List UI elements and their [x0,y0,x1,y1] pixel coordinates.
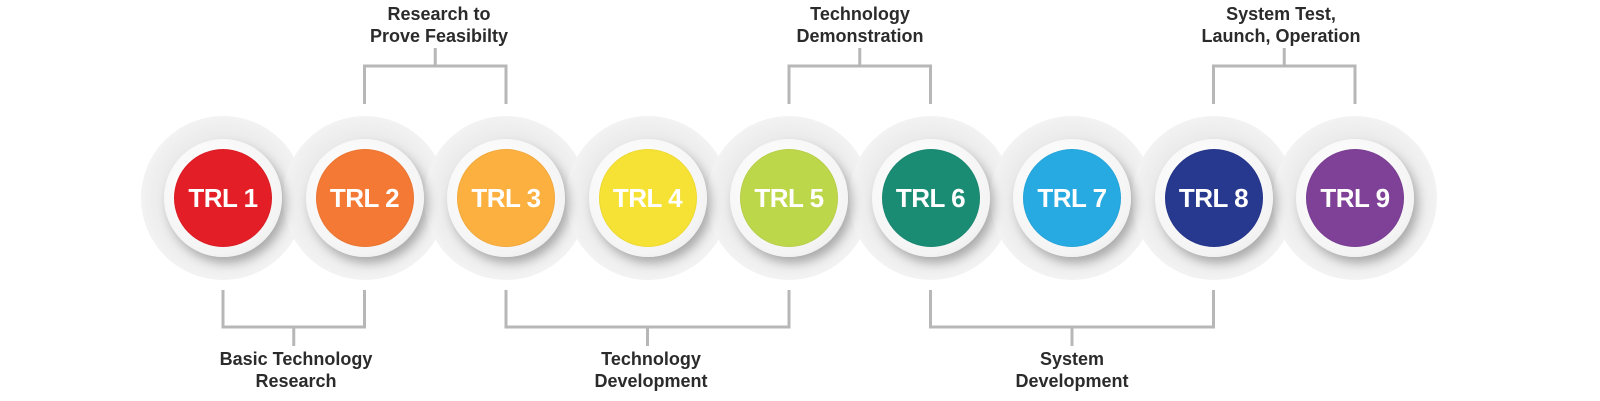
trl-stage-7: TRL 7 [1013,139,1131,257]
trl-stage-2: TRL 2 [305,139,424,257]
top-label-system-test-launch: System Test,Launch, Operation [1201,4,1361,46]
trl-stage-9: TRL 9 [1296,139,1414,257]
top-bracket-2 [787,48,932,104]
bottom-bracket-3 [929,290,1215,346]
trl-stage-label: TRL 2 [315,149,414,247]
trl-stage-3: TRL 3 [447,139,565,257]
trl-stage-4: TRL 4 [588,139,707,257]
top-bracket-1 [363,48,508,104]
trl-stage-1: TRL 1 [164,139,282,257]
bottom-bracket-2 [504,290,791,346]
trl-stage-6: TRL 6 [871,139,990,257]
trl-stage-5: TRL 5 [730,139,848,257]
trl-stage-8: TRL 8 [1154,139,1273,257]
trl-stage-label: TRL 1 [174,149,272,247]
trl-stage-label: TRL 8 [1164,149,1263,247]
trl-stage-label: TRL 9 [1306,149,1404,247]
top-bracket-3 [1212,48,1357,104]
bottom-bracket-1 [221,290,366,346]
trl-stage-label: TRL 7 [1023,149,1121,247]
trl-stage-label: TRL 3 [457,149,555,247]
trl-stage-label: TRL 6 [881,149,980,247]
trl-stage-label: TRL 5 [740,149,838,247]
trl-stage-label: TRL 4 [598,149,697,247]
